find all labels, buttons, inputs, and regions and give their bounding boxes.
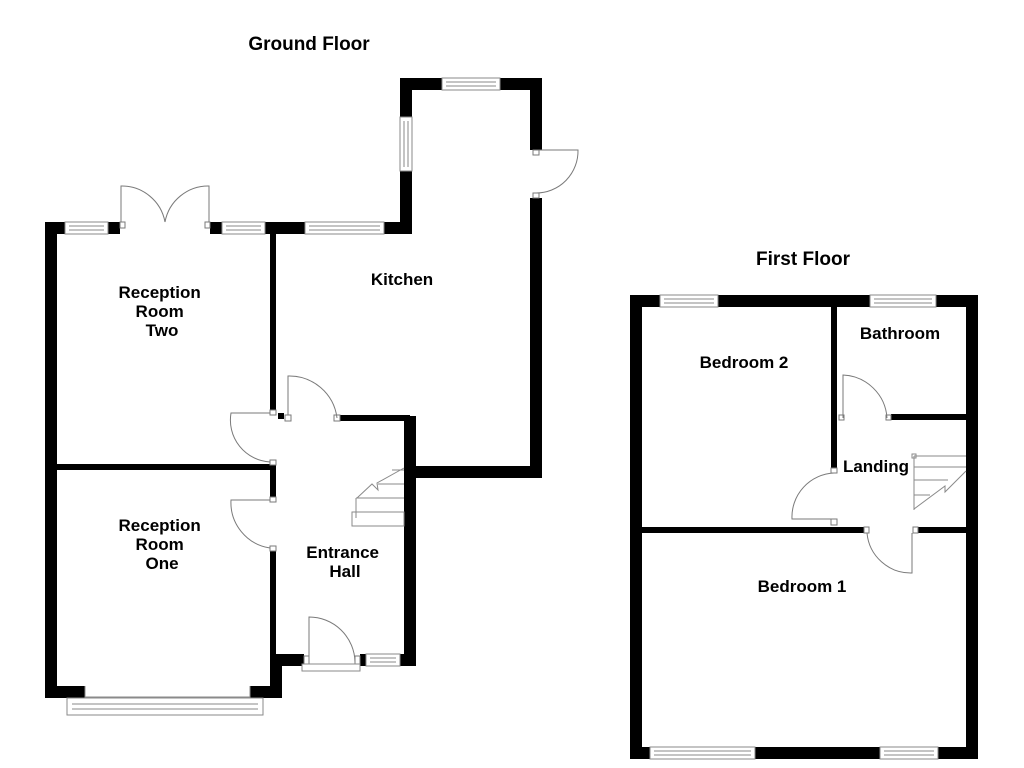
door-icon	[866, 532, 913, 574]
door-icon	[842, 374, 888, 419]
bay-window-icon	[66, 697, 264, 716]
door-icon	[230, 499, 271, 549]
room-label-entrance-hall: Entrance Hall	[306, 543, 383, 581]
window-icon	[879, 746, 939, 760]
door-icon	[791, 472, 835, 520]
room-label-bedroom-1: Bedroom 1	[758, 577, 847, 596]
french-door-icon	[120, 185, 166, 223]
window-icon	[221, 221, 266, 235]
room-label-bedroom-2: Bedroom 2	[700, 353, 789, 372]
room-label-reception-one: Reception Room One	[119, 516, 206, 573]
ground-floor-title: Ground Floor	[248, 34, 370, 55]
door-icon	[287, 375, 338, 419]
ground-stairs-icon	[351, 467, 405, 527]
room-label-bathroom: Bathroom	[860, 324, 940, 343]
ground-floor-windows	[64, 77, 501, 716]
door-icon	[535, 149, 579, 194]
window-icon	[649, 746, 756, 760]
room-label-landing: Landing	[843, 457, 909, 476]
ground-floor-doors	[119, 149, 579, 672]
window-icon	[365, 653, 401, 667]
window-icon	[304, 221, 385, 235]
first-stairs-icon	[911, 453, 967, 510]
first-floor-walls	[630, 295, 978, 759]
ground-floor-walls	[45, 78, 542, 698]
door-icon	[229, 412, 271, 463]
window-icon	[64, 221, 109, 235]
window-icon	[869, 294, 937, 308]
front-door-icon	[308, 616, 356, 663]
window-icon	[659, 294, 719, 308]
window-icon	[399, 116, 413, 172]
room-label-kitchen: Kitchen	[371, 270, 433, 289]
window-icon	[441, 77, 501, 91]
room-label-reception-two: Reception Room Two	[119, 283, 206, 340]
first-floor-doors	[791, 374, 919, 574]
first-floor-title: First Floor	[756, 249, 851, 270]
first-floor-windows	[649, 294, 939, 760]
